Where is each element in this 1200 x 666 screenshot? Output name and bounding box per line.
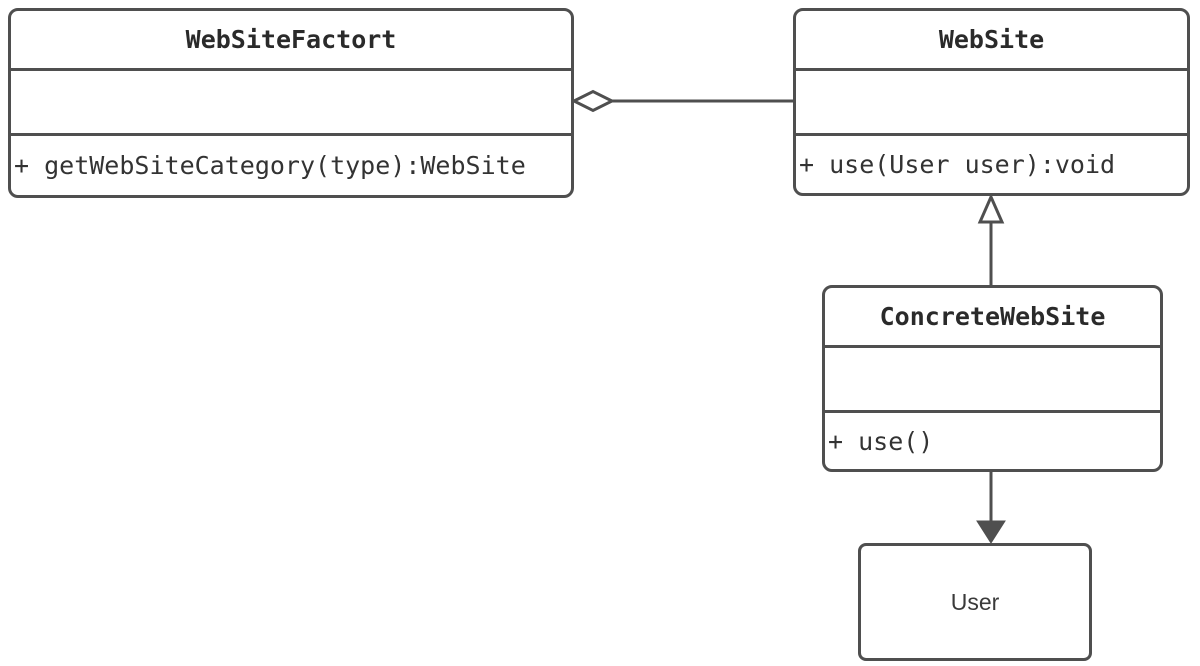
node-label: User [950,588,1000,615]
class-title: WebSite [938,25,1045,54]
class-methods: + getWebSiteCategory(type):WebSite [11,133,571,195]
class-title: ConcreteWebSite [879,302,1106,331]
class-attributes [796,68,1187,133]
class-methods: + use() [825,410,1160,469]
class-websitefactort[interactable]: WebSiteFactort + getWebSiteCategory(type… [8,8,574,198]
class-methods: + use(User user):void [796,133,1187,193]
association-edge[interactable] [976,470,1006,544]
generalization-edge[interactable] [977,193,1005,288]
aggregation-diamond [570,89,616,113]
aggregation-edge[interactable] [570,89,796,113]
generalization-arrowhead [977,193,1005,224]
class-concretewebsite[interactable]: ConcreteWebSite + use() [822,285,1163,472]
class-title: WebSiteFactort [185,25,397,54]
class-attributes [11,68,571,133]
node-user[interactable]: User [858,543,1092,661]
class-attributes [825,345,1160,410]
association-arrowhead [976,520,1006,544]
class-website[interactable]: WebSite + use(User user):void [793,8,1190,196]
